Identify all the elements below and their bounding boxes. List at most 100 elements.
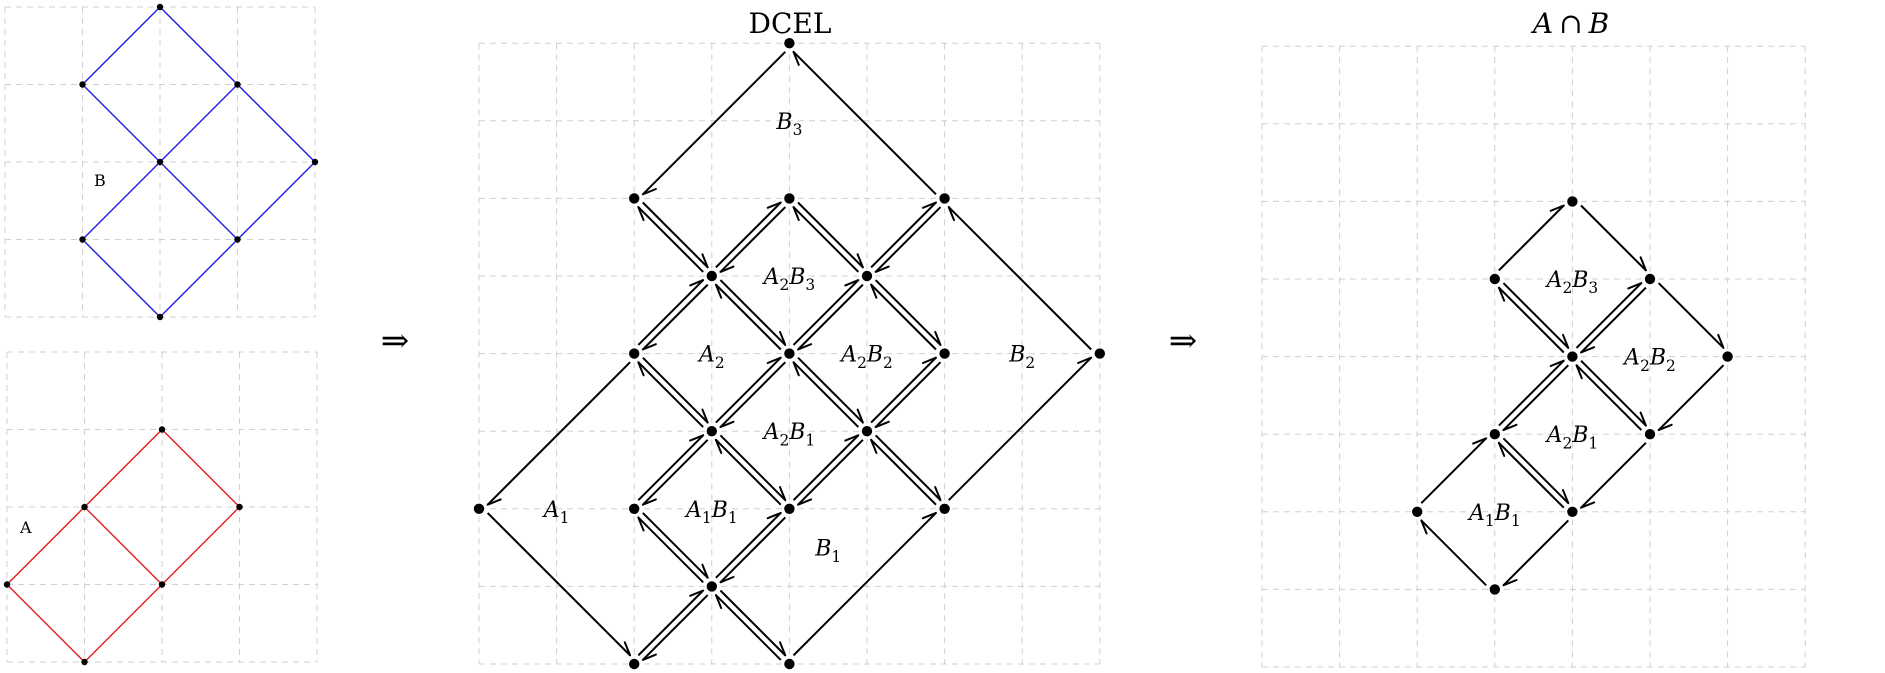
- half-edge-arrowhead: [1420, 519, 1428, 535]
- polygon-edge: [159, 6, 238, 85]
- half-edge: [642, 439, 709, 506]
- half-edge-arrowhead: [870, 438, 878, 454]
- half-edge-arrowhead: [947, 206, 956, 222]
- half-edge: [637, 434, 704, 501]
- half-edge: [797, 201, 864, 269]
- implies-arrow-2: ⇒: [1169, 321, 1198, 361]
- a-input-panel: A: [3, 351, 318, 666]
- half-edge: [1580, 442, 1647, 509]
- half-edge: [870, 283, 937, 351]
- half-edge: [486, 512, 631, 657]
- half-edge: [642, 512, 709, 579]
- half-edge-arrowhead: [797, 498, 813, 506]
- vertex: [629, 348, 640, 359]
- half-edge-arrowhead: [1472, 437, 1488, 445]
- half-edge-arrowhead: [856, 408, 864, 424]
- half-edge-arrowhead: [856, 253, 864, 269]
- half-edge: [715, 512, 782, 579]
- vertex: [1567, 196, 1578, 207]
- half-edge: [792, 206, 860, 273]
- half-edge-arrowhead: [719, 420, 735, 429]
- polygon-edge: [84, 429, 163, 508]
- half-edge-arrowhead: [934, 486, 942, 502]
- half-edge: [715, 283, 782, 351]
- half-edge-arrowhead: [1639, 256, 1647, 272]
- half-edge: [874, 361, 942, 428]
- vertex: [81, 503, 88, 511]
- half-edge: [719, 361, 787, 428]
- face-label: A2B3: [762, 265, 816, 294]
- half-edge-arrowhead: [1549, 359, 1565, 368]
- vertex: [1489, 273, 1501, 285]
- half-edge-arrowhead: [701, 253, 709, 269]
- half-edge-arrowhead: [778, 330, 787, 346]
- half-edge: [874, 434, 942, 501]
- half-edge-arrowhead: [641, 653, 657, 661]
- vertex: [784, 193, 795, 204]
- vertex: [1489, 584, 1501, 595]
- polygon-edge: [82, 84, 161, 163]
- half-edge: [719, 516, 787, 584]
- half-edge: [719, 589, 787, 657]
- half-edge: [1502, 282, 1570, 349]
- half-edge-arrowhead: [1717, 333, 1725, 349]
- polygon-label: B: [94, 171, 106, 190]
- half-edge: [715, 439, 782, 506]
- vertex: [629, 193, 640, 204]
- polygon-edge: [6, 584, 85, 663]
- half-edge-arrowhead: [1077, 356, 1093, 365]
- half-edge: [792, 512, 937, 657]
- half-edge-arrowhead: [1561, 489, 1570, 505]
- half-edge-arrowhead: [689, 589, 705, 597]
- face-label: A2B3: [1545, 268, 1599, 297]
- face-label: B1: [814, 537, 841, 566]
- half-edge-arrowhead: [714, 283, 723, 299]
- implies-arrow-1: ⇒: [381, 321, 410, 361]
- half-edge-arrowhead: [1502, 423, 1518, 432]
- half-edge-arrowhead: [1497, 441, 1506, 457]
- half-edge-arrowhead: [701, 408, 709, 424]
- face-label: A2B2: [839, 343, 893, 372]
- half-edge-arrowhead: [1627, 282, 1643, 290]
- intersection-title-b: B: [1588, 7, 1610, 40]
- half-edge-arrowhead: [1497, 286, 1506, 302]
- polygon-edge: [82, 239, 161, 318]
- half-edge-arrowhead: [1639, 411, 1647, 427]
- half-edge: [1498, 204, 1565, 272]
- polygon-edge: [6, 506, 85, 585]
- vertex: [939, 348, 950, 359]
- half-edge: [637, 206, 704, 273]
- intersection-title-op: ∩: [1559, 7, 1582, 40]
- face-label: A2B1: [762, 420, 816, 449]
- half-edge: [797, 283, 864, 351]
- intersection-title-a: A: [1530, 7, 1553, 40]
- face-label: A2B1: [1545, 423, 1599, 452]
- half-edge: [874, 206, 942, 273]
- half-edge-arrowhead: [1549, 204, 1565, 212]
- vertex: [158, 426, 166, 433]
- half-edge-arrowhead: [714, 594, 723, 610]
- vertex: [81, 658, 88, 666]
- half-edge-arrowhead: [792, 361, 800, 377]
- half-edge-arrowhead: [689, 279, 705, 287]
- face-label: B3: [775, 110, 802, 139]
- vertex: [158, 581, 166, 588]
- half-edge: [715, 594, 782, 661]
- half-edge-arrowhead: [623, 641, 632, 657]
- vertex: [79, 236, 86, 243]
- half-edge-arrowhead: [637, 206, 645, 222]
- face-label: A1: [542, 498, 570, 527]
- half-edge-arrowhead: [486, 498, 502, 506]
- half-edge-arrowhead: [641, 187, 657, 196]
- vertex: [3, 581, 11, 588]
- half-edge: [1502, 364, 1570, 431]
- half-edge: [719, 279, 787, 346]
- vertex: [1567, 351, 1578, 362]
- polygon-edge: [159, 239, 238, 318]
- vertex: [156, 158, 164, 166]
- half-edge: [719, 434, 787, 501]
- half-edge: [792, 361, 860, 428]
- half-edge: [1580, 359, 1647, 427]
